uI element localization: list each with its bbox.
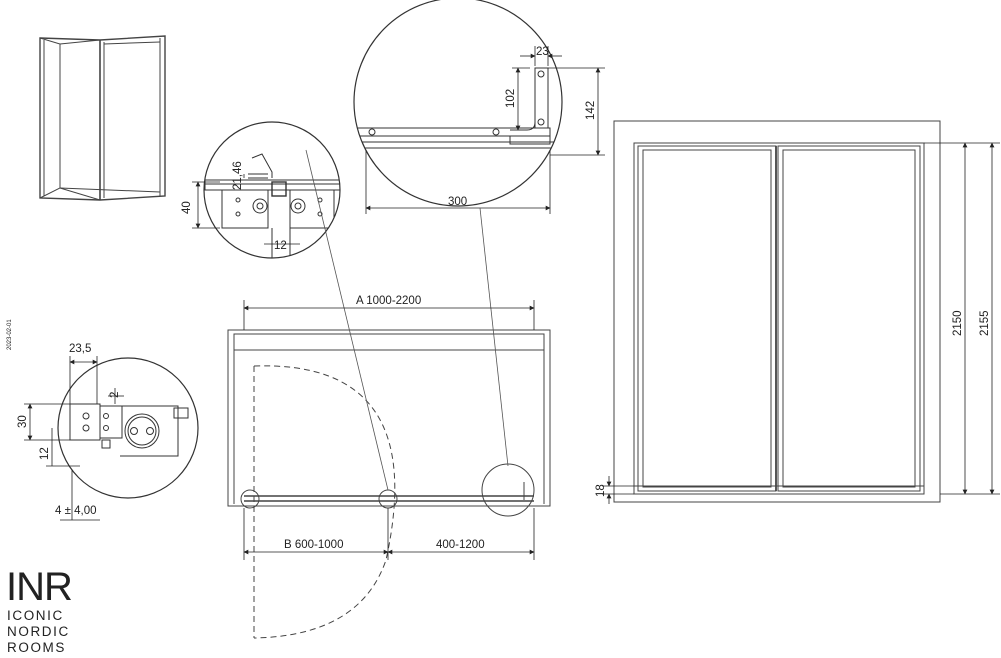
dim-wall-tolerance: 4 ± 4,00 bbox=[55, 505, 96, 517]
brand-logo: INR ICONIC NORDIC ROOMS bbox=[6, 565, 73, 655]
dim-width-c: 400-1200 bbox=[436, 539, 485, 551]
detail-wall-profile: 23,5 2 30 12 4 ± 4,00 bbox=[17, 343, 199, 521]
dim-top-height: 40 bbox=[181, 201, 193, 214]
dim-bottom-gap: 18 bbox=[595, 484, 607, 497]
dim-wall-width: 23,5 bbox=[69, 343, 91, 355]
detail-top-hinge: 40 21,46 12 bbox=[181, 121, 341, 259]
dim-height-total: 2155 bbox=[979, 310, 991, 336]
dim-height-panel: 2150 bbox=[952, 310, 964, 336]
dim-wall-height: 30 bbox=[17, 415, 29, 428]
logo-line-3: ROOMS bbox=[7, 640, 66, 655]
logo-line-1: ICONIC bbox=[7, 608, 64, 623]
perspective-view bbox=[39, 35, 166, 201]
dim-width-b: B 600-1000 bbox=[284, 539, 343, 551]
logo-mark: INR bbox=[6, 565, 72, 609]
dim-corner-length: 300 bbox=[448, 196, 467, 208]
front-elevation: 2150 2155 18 bbox=[595, 120, 1000, 504]
dim-wall-offset: 2 bbox=[109, 392, 121, 398]
date-stamp: 2023-02-01 bbox=[7, 319, 13, 350]
dim-corner-outer: 142 bbox=[585, 101, 597, 120]
dim-top-offset: 21,46 bbox=[232, 161, 244, 190]
dim-corner-inner: 102 bbox=[505, 89, 517, 108]
dim-corner-depth: 23 bbox=[536, 46, 549, 58]
detail-corner: 23 102 142 300 bbox=[353, 0, 605, 214]
dim-top-gap: 12 bbox=[274, 240, 287, 252]
logo-line-2: NORDIC bbox=[7, 624, 70, 639]
dim-wall-lower: 12 bbox=[39, 447, 51, 460]
dim-width-a: A 1000-2200 bbox=[356, 295, 421, 307]
plan-view: A 1000-2200 B 600-1000 400-1200 bbox=[227, 149, 551, 639]
